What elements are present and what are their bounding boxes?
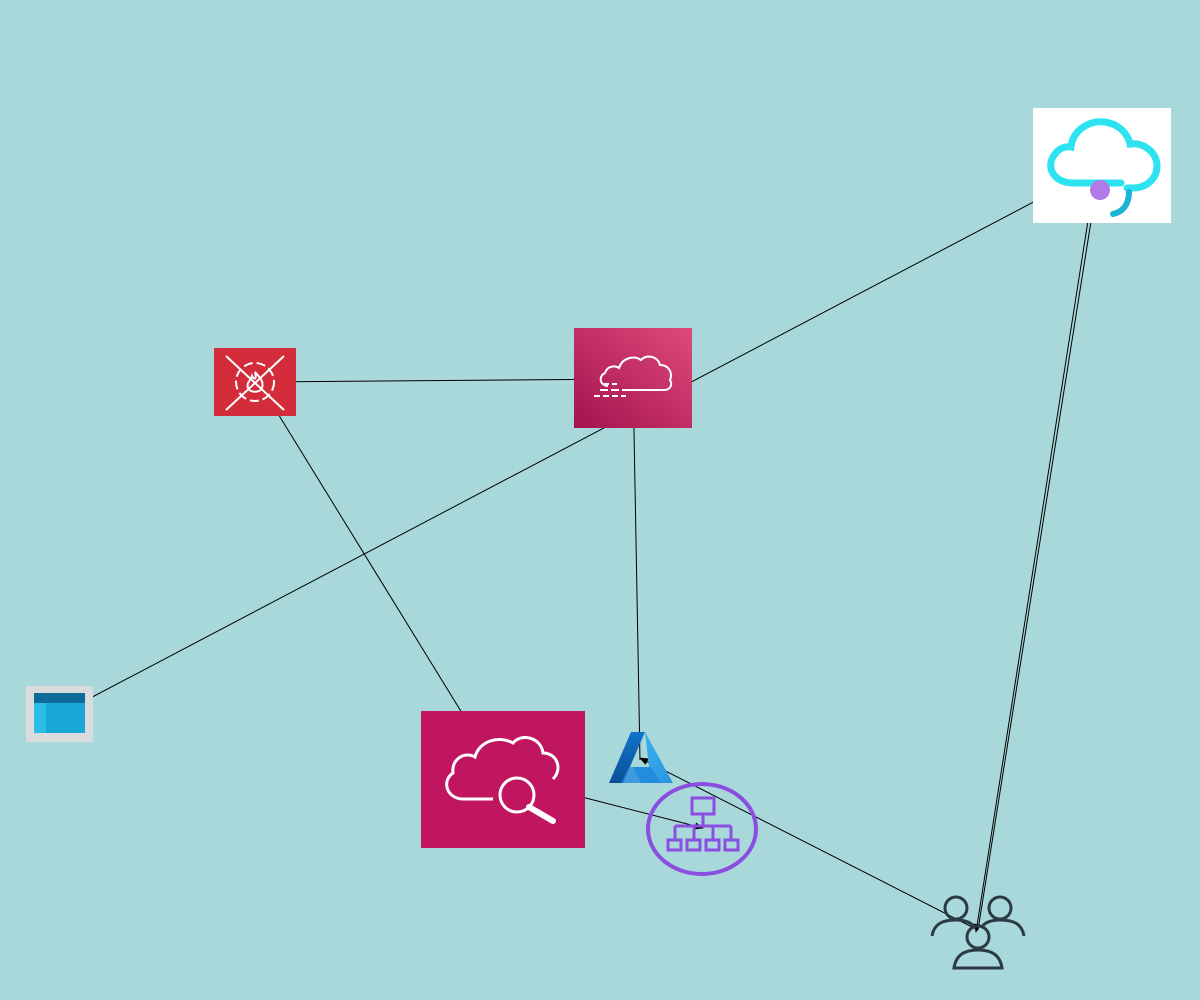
org-hierarchy-icon — [646, 782, 758, 876]
users-node[interactable] — [928, 890, 1028, 972]
edge-azure-to-cloud-stream — [629, 375, 641, 761]
window-icon — [26, 686, 93, 742]
cloud-endpoint-node[interactable] — [1033, 108, 1171, 223]
edge-users-to-cloud-endpoint — [977, 164, 1103, 931]
window-node[interactable] — [26, 686, 93, 742]
cloud-stream-node[interactable] — [574, 328, 692, 428]
cloud-search-icon — [421, 711, 585, 848]
cloud-endpoint-icon — [1033, 108, 1171, 223]
azure-logo-icon — [609, 732, 673, 783]
cloud-stream-icon — [574, 328, 692, 428]
users-group-icon — [930, 895, 1026, 970]
edge-window-to-cloud-endpoint — [59, 165, 1103, 715]
firewall-target-icon — [214, 348, 296, 416]
azure-node[interactable] — [607, 731, 675, 785]
edge-cloud-endpoint-to-users — [973, 169, 1097, 933]
firewall-node[interactable] — [214, 348, 296, 416]
cloud-search-node[interactable] — [421, 711, 585, 848]
hierarchy-node[interactable] — [646, 782, 759, 877]
